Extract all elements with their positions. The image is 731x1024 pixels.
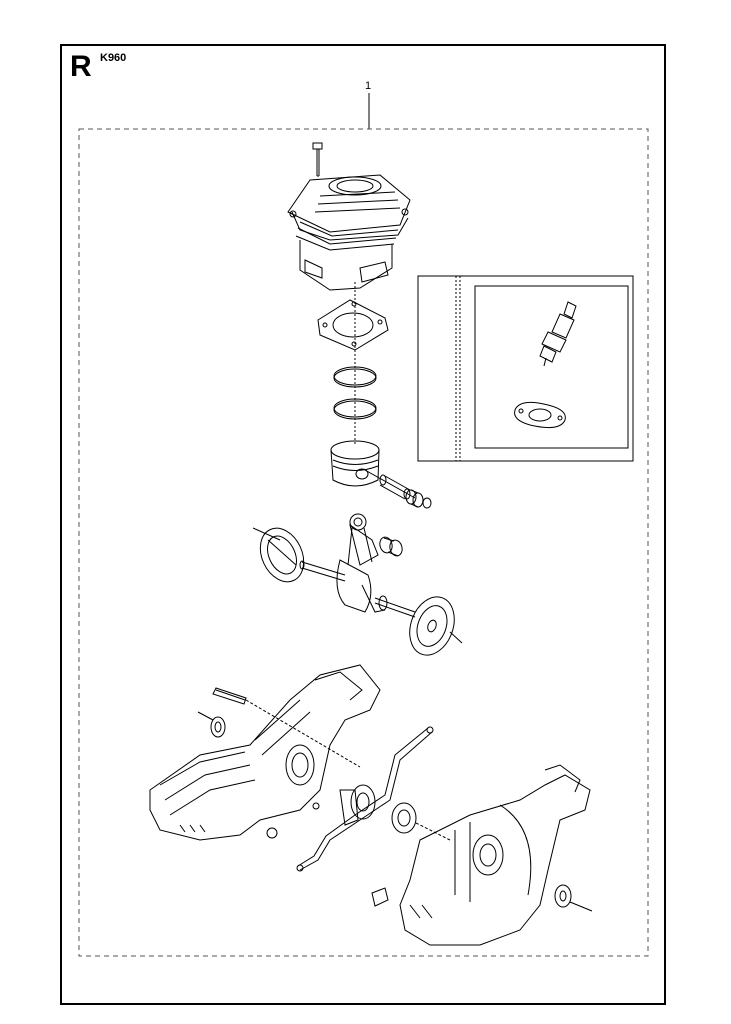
piston-pin-icon [364,469,416,500]
ball-bearing-icon [339,784,376,826]
piston-ring-icon [333,398,377,420]
crankshaft-icon [299,513,416,618]
flywheel-half-icon [252,527,305,583]
service-kit-box [417,275,634,462]
oil-seal-icon [371,887,389,907]
piston-ring-icon [333,366,377,388]
cylinder-icon [287,174,411,291]
exhaust-gasket-icon [514,401,566,429]
crankcase-half-icon [149,664,381,841]
circlip-icon [422,497,432,509]
oil-seal-icon [197,711,226,738]
cylinder-gasket-icon [317,299,389,351]
section-letter: R [70,50,92,83]
page-frame [60,44,666,1005]
kit-boundary [78,128,649,957]
item-number-1: 1 [365,80,372,92]
oil-seal-icon [554,884,593,912]
piston-icon [330,440,380,487]
needle-bearing-icon [379,536,403,557]
needle-bearing-icon [405,489,424,508]
screw-icon [312,142,323,177]
flywheel-half-icon [409,596,463,656]
spark-plug-icon [539,301,577,367]
crankcase-gasket-icon [296,726,434,872]
ball-bearing-icon [391,802,451,841]
model-label: K960 [100,52,127,64]
crankcase-half-icon [399,764,591,946]
